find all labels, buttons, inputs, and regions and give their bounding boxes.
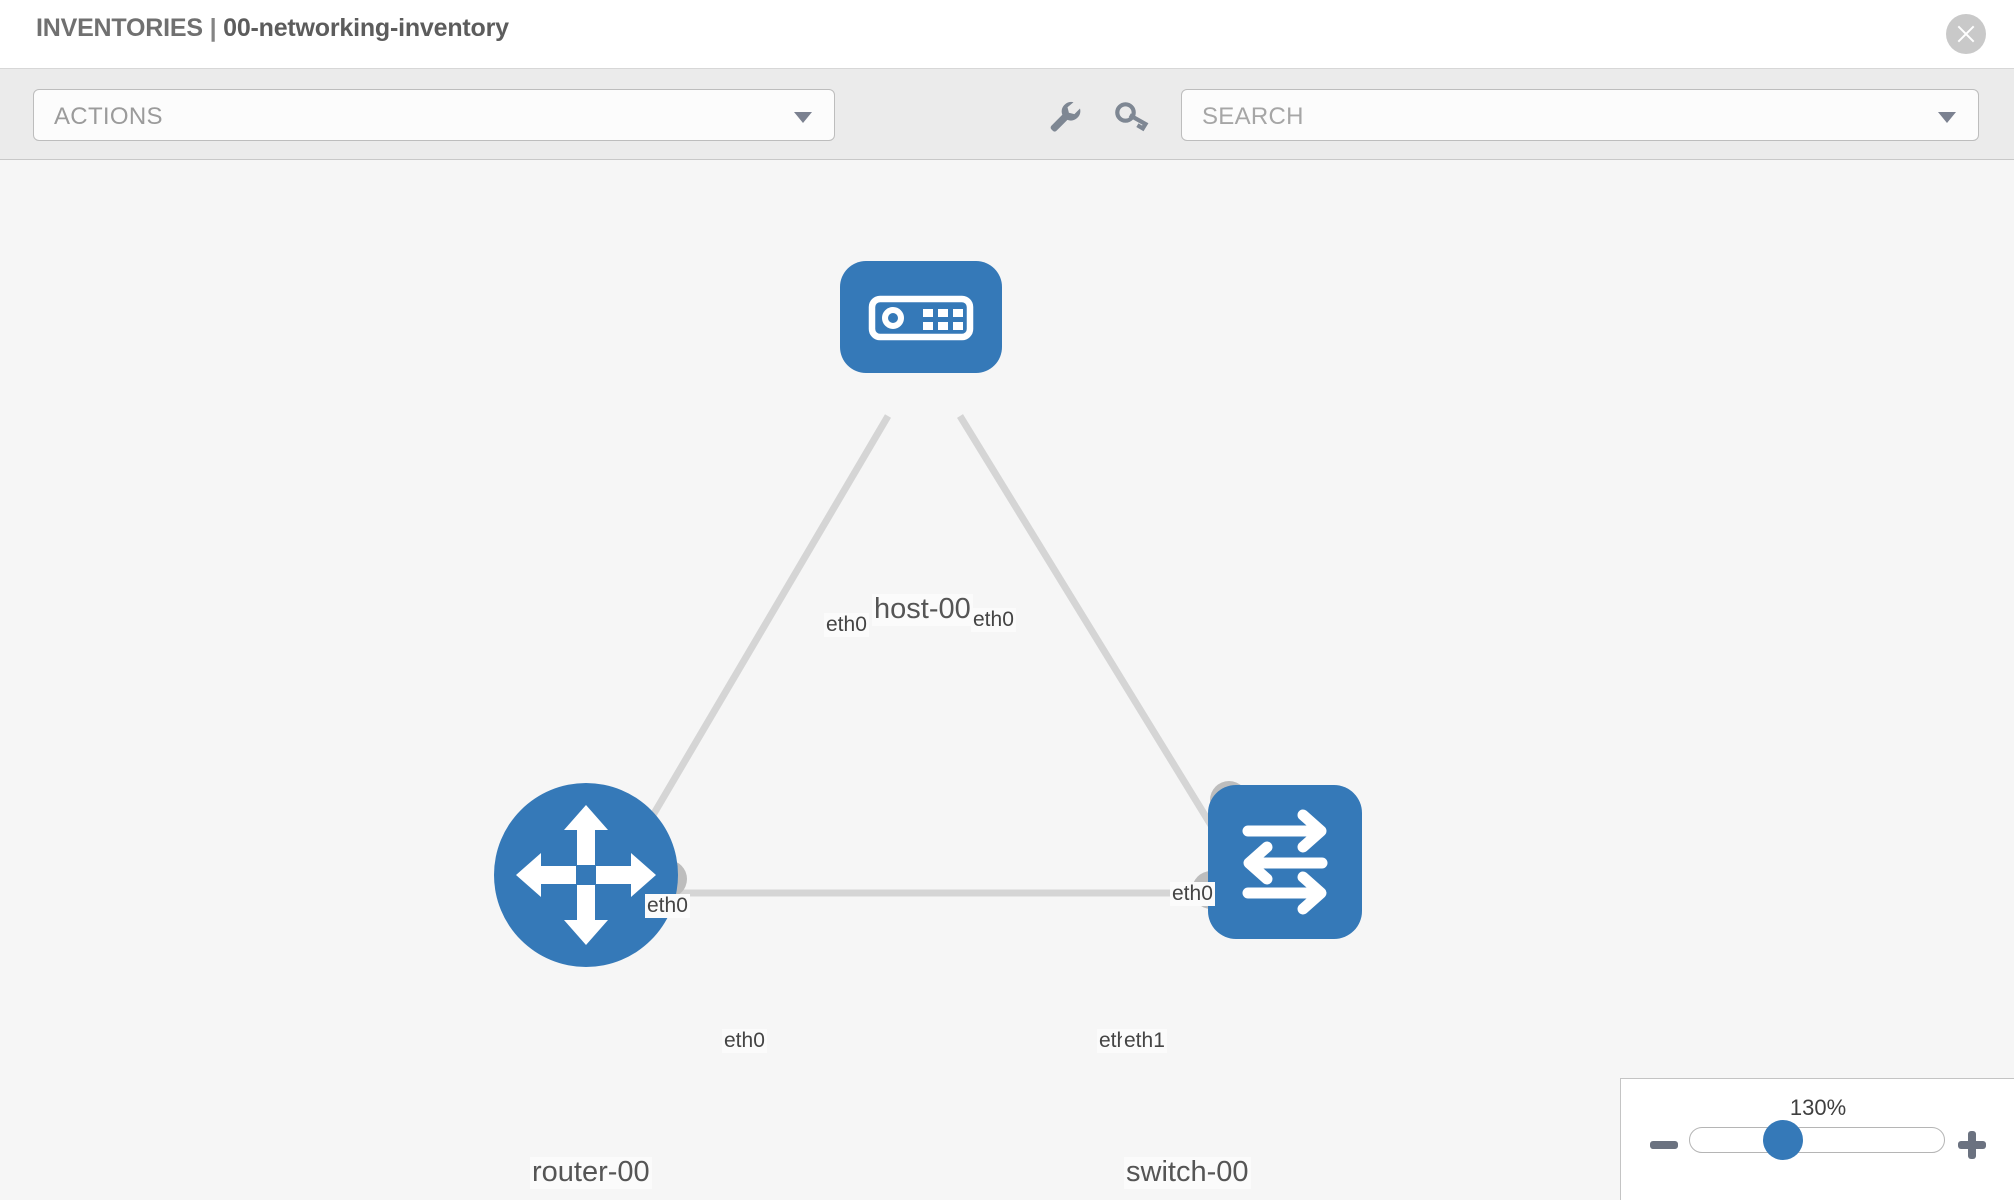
zoom-control-panel: 130%	[1620, 1078, 2014, 1200]
zoom-slider-thumb[interactable]	[1763, 1120, 1803, 1160]
node-label-router-00: router-00	[530, 1156, 652, 1189]
search-input[interactable]: SEARCH	[1181, 89, 1979, 141]
iface-label-switch-uplink: eth0	[1170, 882, 1215, 907]
page-title: INVENTORIES | 00-networking-inventory	[36, 14, 509, 43]
iface-label-host-left: eth0	[824, 613, 869, 638]
close-icon[interactable]	[1946, 14, 1986, 54]
chevron-down-icon	[794, 112, 812, 123]
toolbar: ACTIONS SEARCH	[0, 69, 2014, 160]
node-label-host-00: host-00	[872, 593, 973, 626]
switch-icon-shape	[1208, 785, 1362, 939]
topology-links	[622, 414, 1236, 897]
iface-label-switch-eth1: eth1	[1122, 1029, 1167, 1054]
page-header: INVENTORIES | 00-networking-inventory	[0, 0, 2014, 69]
zoom-level-value: 130%	[1789, 1095, 1847, 1120]
wrench-icon[interactable]	[1037, 89, 1089, 141]
page-title-name: 00-networking-inventory	[223, 14, 509, 42]
node-host-00[interactable]	[826, 241, 1016, 431]
minus-icon[interactable]	[1647, 1128, 1681, 1167]
chevron-down-icon	[1938, 112, 1956, 123]
server-icon	[868, 295, 974, 341]
node-switch-00[interactable]	[1190, 753, 1400, 963]
key-icon[interactable]	[1105, 89, 1157, 141]
iface-label-router-uplink: eth0	[645, 894, 690, 919]
node-router-00[interactable]	[492, 781, 688, 977]
iface-label-host-right: eth0	[971, 608, 1016, 633]
host-icon-shape	[840, 261, 1002, 373]
search-placeholder: SEARCH	[1202, 103, 1304, 130]
actions-dropdown-label: ACTIONS	[54, 103, 163, 130]
iface-label-router-eth0: eth0	[722, 1029, 767, 1054]
router-icon-shape	[494, 783, 678, 967]
actions-dropdown[interactable]: ACTIONS	[33, 89, 835, 141]
link-host-router	[622, 414, 892, 863]
topology-canvas[interactable]: host-00 router-00	[0, 161, 2014, 1200]
page-title-separator: |	[202, 14, 224, 42]
page-title-section: INVENTORIES	[36, 14, 203, 42]
zoom-slider-track[interactable]	[1689, 1127, 1945, 1153]
plus-icon[interactable]	[1955, 1128, 1989, 1167]
switch-icon	[1242, 809, 1328, 915]
link-host-switch	[957, 414, 1236, 863]
router-icon	[516, 805, 656, 945]
node-label-switch-00: switch-00	[1124, 1156, 1251, 1189]
